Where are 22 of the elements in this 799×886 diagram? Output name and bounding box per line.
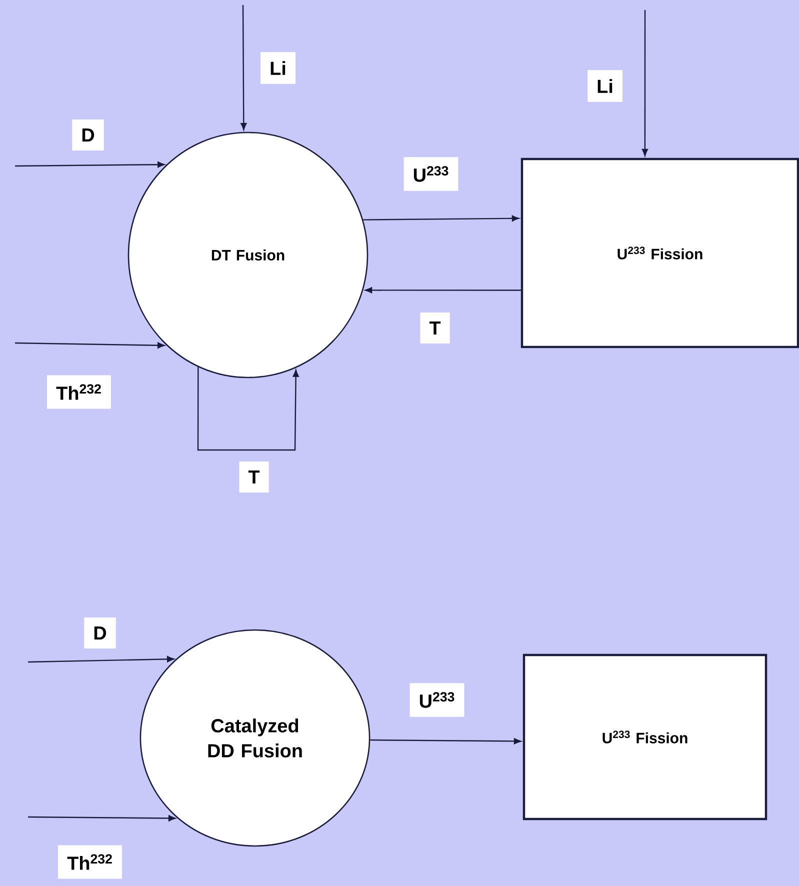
arrow <box>197 367 299 451</box>
arrow <box>28 656 174 663</box>
edge-label: Li <box>260 52 296 84</box>
arrow <box>363 215 520 222</box>
edge-label: Th$^{232}$ <box>47 375 111 409</box>
edge-label: D <box>84 617 116 649</box>
arrow <box>28 815 176 822</box>
arrow <box>642 10 648 156</box>
edge-label: U$^{233}$ <box>404 157 458 191</box>
edge-label: T <box>420 312 450 344</box>
process-box: U$^{233}$ Fission <box>522 654 768 820</box>
arrow <box>370 738 522 744</box>
edge-label: Li <box>588 70 622 102</box>
edge-label: T <box>239 461 269 493</box>
edge-label: U$^{233}$ <box>410 683 464 717</box>
arrow <box>364 287 521 294</box>
edge-label: D <box>72 119 104 151</box>
arrow <box>15 342 165 348</box>
arrow <box>15 162 165 168</box>
process-box: U$^{233}$ Fission <box>520 158 799 348</box>
arrow <box>240 5 247 130</box>
edge-label: Th$^{232}$ <box>58 845 122 879</box>
